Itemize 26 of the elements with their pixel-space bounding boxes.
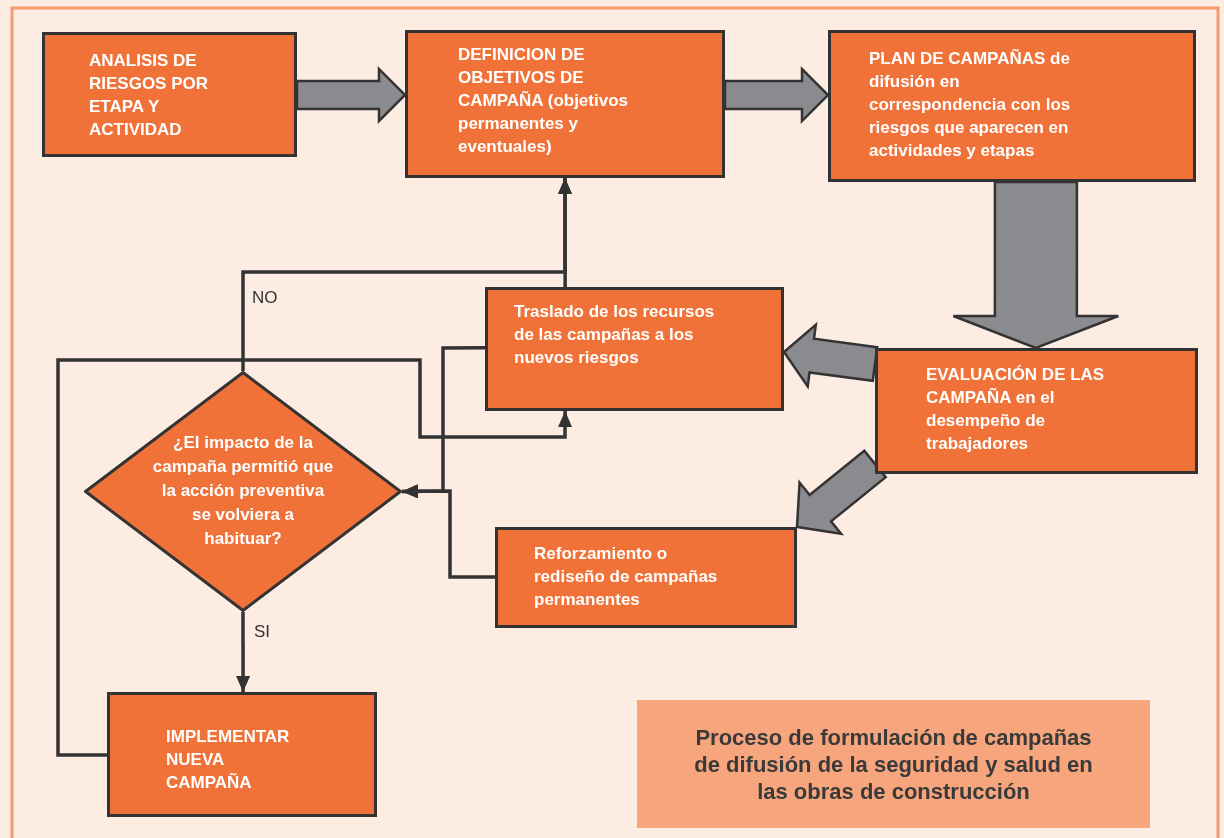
block-arrow (723, 66, 830, 125)
box-text: EVALUACIÓN DE LAS CAMPAÑA en el desempeño de trabajadores (926, 364, 1106, 455)
process-box (42, 32, 297, 157)
box-text: Traslado de los recursos de las campañas a los nuevos riesgos (514, 301, 716, 369)
process-box (875, 348, 1198, 474)
box-text: ANALISIS DE RIESGOS POR ETAPA Y ACTIVIDAD (89, 50, 210, 141)
block-arrow (782, 321, 879, 390)
process-box (495, 527, 797, 628)
process-box (107, 692, 377, 817)
box-text: Reforzamiento o rediseño de campañas permanentes (534, 543, 719, 611)
connector-line (236, 612, 251, 692)
connector-line (558, 178, 572, 287)
process-box (828, 30, 1196, 182)
box-text: PLAN DE CAMPAÑAS de difusión en correspondencia con los riesgos que aparecen en actividades y etapas (869, 48, 1072, 162)
block-arrow (295, 65, 407, 124)
title-text: Proceso de formulación de campañas de difusión de la seguridad y salud en las obras de construcción (693, 723, 1094, 805)
connector-line (402, 484, 495, 579)
block-arrow (795, 448, 888, 536)
decision-diamond (84, 371, 402, 612)
box-text: IMPLEMENTAR NUEVA CAMPAÑA (166, 726, 291, 794)
question-text: ¿El impacto de la campaña permitió que la acción preventiva se volviera a habituar? (151, 432, 335, 550)
process-box (405, 30, 725, 178)
process-box (485, 287, 784, 411)
block-arrow (952, 180, 1120, 350)
connector-line (56, 358, 573, 757)
box-text: DEFINICION DE OBJETIVOS DE CAMPAÑA (objetivos permanentes y eventuales) (458, 44, 629, 158)
